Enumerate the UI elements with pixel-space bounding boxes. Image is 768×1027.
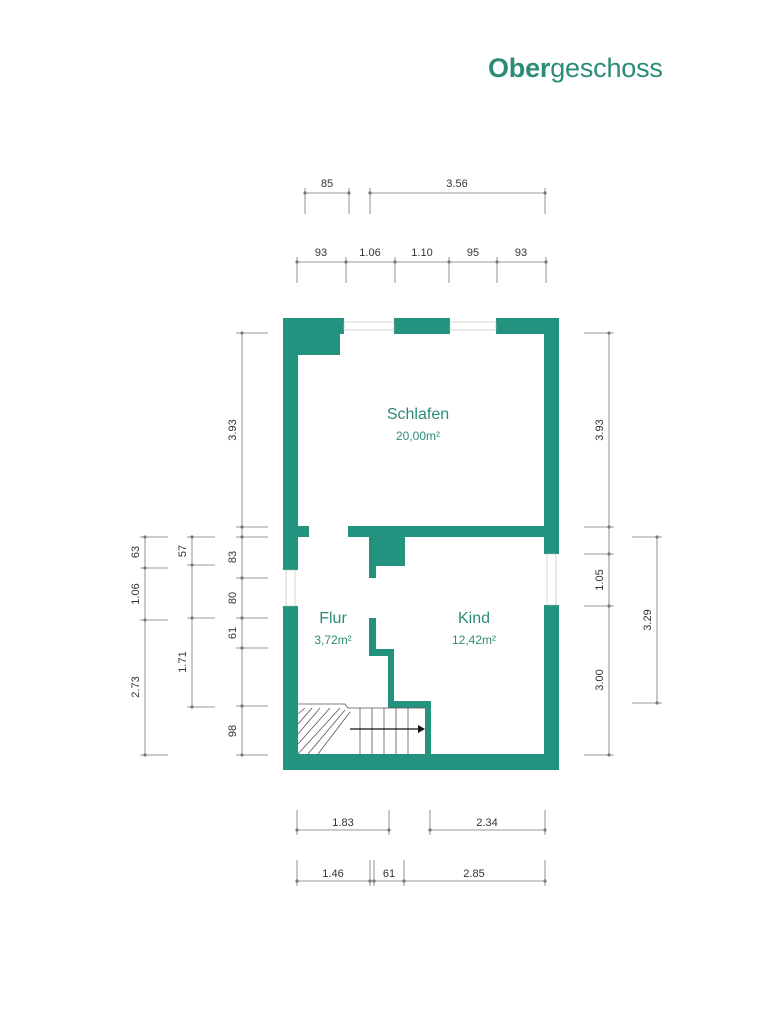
room-area-schlafen: 20,00m² — [396, 429, 440, 443]
dim-top2-0: 93 — [315, 247, 327, 259]
outer-wall-top-right — [496, 318, 559, 334]
outer-wall-top-middle — [394, 318, 450, 334]
corner-chimney — [283, 318, 344, 355]
interior-wall-left-stub — [297, 526, 309, 537]
room-name-kind: Kind — [458, 610, 490, 627]
dim-top2-4: 93 — [515, 247, 527, 259]
interior-wall-horizontal — [348, 526, 559, 537]
room-name-flur: Flur — [319, 610, 347, 627]
room-area-flur: 3,72m² — [314, 633, 351, 647]
dim-bottom1-0: 1.83 — [332, 817, 353, 829]
dim-left-inner-0: 3.93 — [227, 419, 239, 440]
dim-right-outer-0: 3.29 — [642, 609, 654, 630]
dim-bottom2-1: 61 — [383, 868, 395, 880]
dim-right-inner-2: 3.00 — [594, 669, 606, 690]
window-right — [546, 553, 557, 606]
outer-wall-left-lower — [283, 606, 298, 770]
dim-left-inner-1: 83 — [227, 551, 239, 563]
dim-bottom1-1: 2.34 — [476, 817, 497, 829]
dim-left-outer-1: 1.06 — [130, 583, 142, 604]
dim-left-outer-0: 63 — [130, 546, 142, 558]
kind-chimney — [369, 537, 405, 578]
dim-left-inner-2: 80 — [227, 592, 239, 604]
title-rest: geschoss — [550, 53, 663, 83]
window-left — [285, 569, 296, 607]
dim-top1-0: 85 — [321, 178, 333, 190]
dim-top2-3: 95 — [467, 247, 479, 259]
dim-top2-1: 1.06 — [359, 247, 380, 259]
outer-wall-right-lower — [544, 605, 559, 770]
dim-top1-1: 3.56 — [446, 178, 467, 190]
staircase — [297, 703, 425, 755]
window-top-left — [343, 321, 395, 331]
room-name-schlafen: Schlafen — [387, 406, 449, 423]
walls — [283, 318, 559, 770]
dimension-dots — [143, 191, 659, 883]
outer-wall-left-upper — [283, 318, 298, 570]
dim-left-inner-4: 98 — [227, 725, 239, 737]
dim-right-inner-0: 3.93 — [594, 419, 606, 440]
window-top-right — [449, 321, 497, 331]
dim-bottom2-0: 1.46 — [322, 868, 343, 880]
dim-right-inner-1: 1.05 — [594, 569, 606, 590]
dim-top2-2: 1.10 — [411, 247, 432, 259]
dim-left-inner-3: 61 — [227, 627, 239, 639]
dim-left-mid-0: 57 — [177, 545, 189, 557]
dimension-labels: 85 3.56 93 1.06 1.10 95 93 1.83 2.34 1.4… — [130, 178, 654, 880]
dim-left-outer-2: 2.73 — [130, 676, 142, 697]
room-area-kind: 12,42m² — [452, 633, 496, 647]
dim-left-mid-1: 1.71 — [177, 651, 189, 672]
outer-wall-bottom — [283, 754, 559, 770]
outer-wall-right-upper — [544, 318, 559, 554]
dim-bottom2-2: 2.85 — [463, 868, 484, 880]
interior-wall-vertical — [369, 618, 431, 762]
title-bold: Ober — [488, 53, 551, 83]
page-title: Obergeschoss — [488, 53, 663, 84]
